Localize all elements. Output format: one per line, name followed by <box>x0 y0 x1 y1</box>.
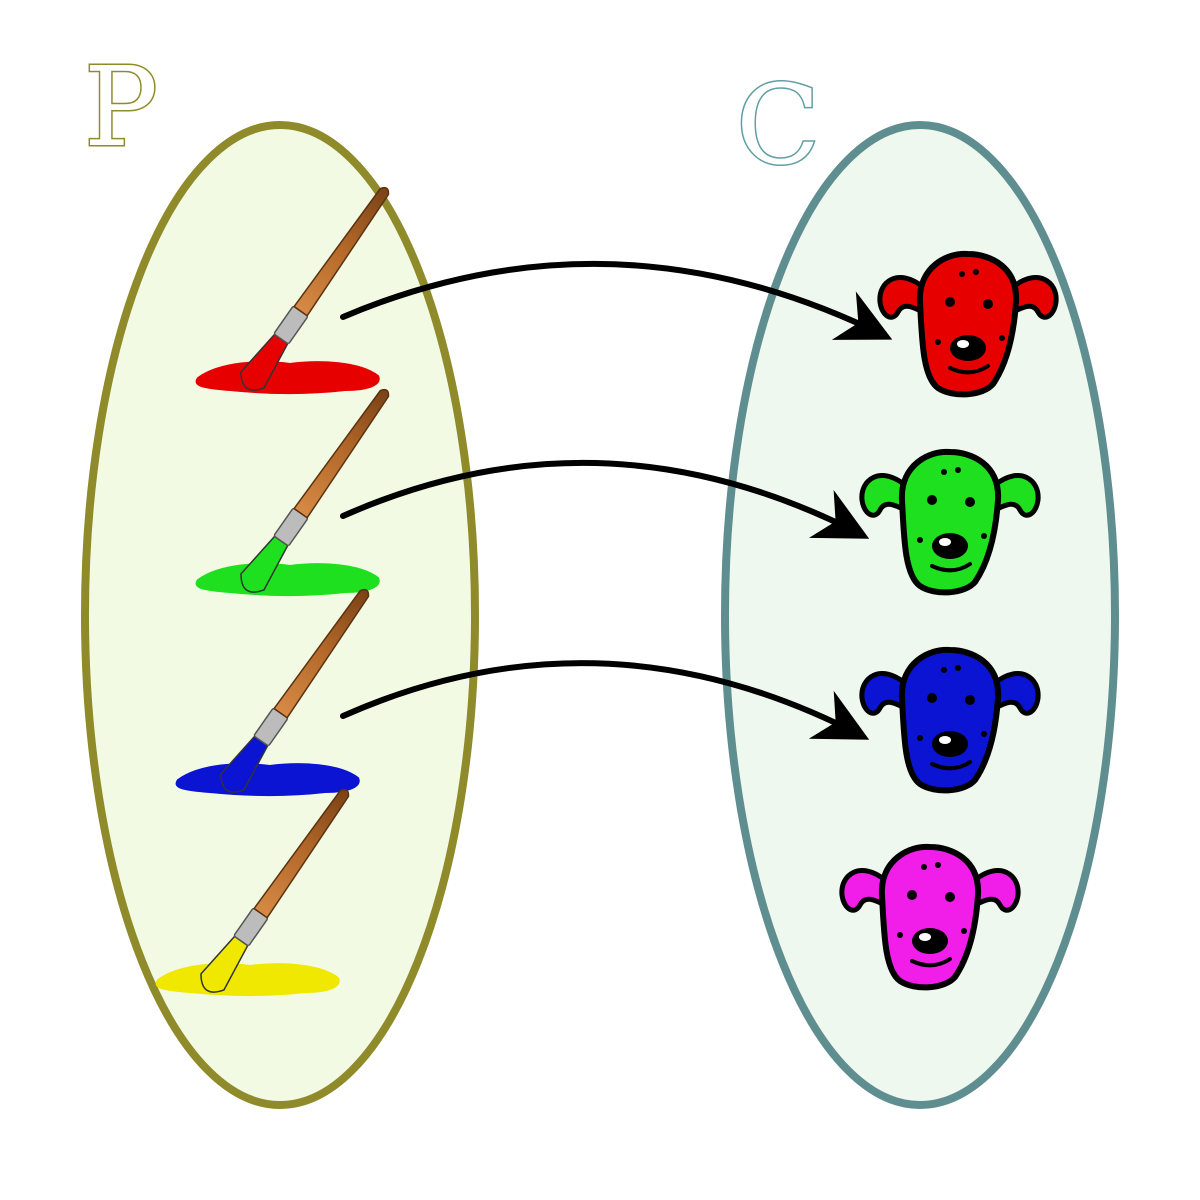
mapping-arrow <box>340 260 893 340</box>
paintbrush-icon <box>155 788 350 996</box>
paintbrush-group <box>155 186 390 996</box>
dog-head-icon <box>877 250 1059 398</box>
mapping-arrow <box>340 459 870 539</box>
domain-set-ellipse <box>81 121 479 1109</box>
mapping-arrow <box>340 660 870 740</box>
paintbrush-icon <box>195 388 390 596</box>
codomain-set-ellipse <box>721 121 1119 1109</box>
mapping-arrows <box>340 260 893 740</box>
domain-set-label: P <box>82 43 159 171</box>
dog-head-icon <box>859 448 1041 596</box>
dog-head-icon <box>859 646 1041 794</box>
codomain-set-label: C <box>734 61 821 189</box>
paintbrush-icon <box>195 186 390 394</box>
dog-head-icon <box>839 843 1021 991</box>
paintbrush-icon <box>175 588 370 796</box>
dog-group <box>839 250 1059 991</box>
